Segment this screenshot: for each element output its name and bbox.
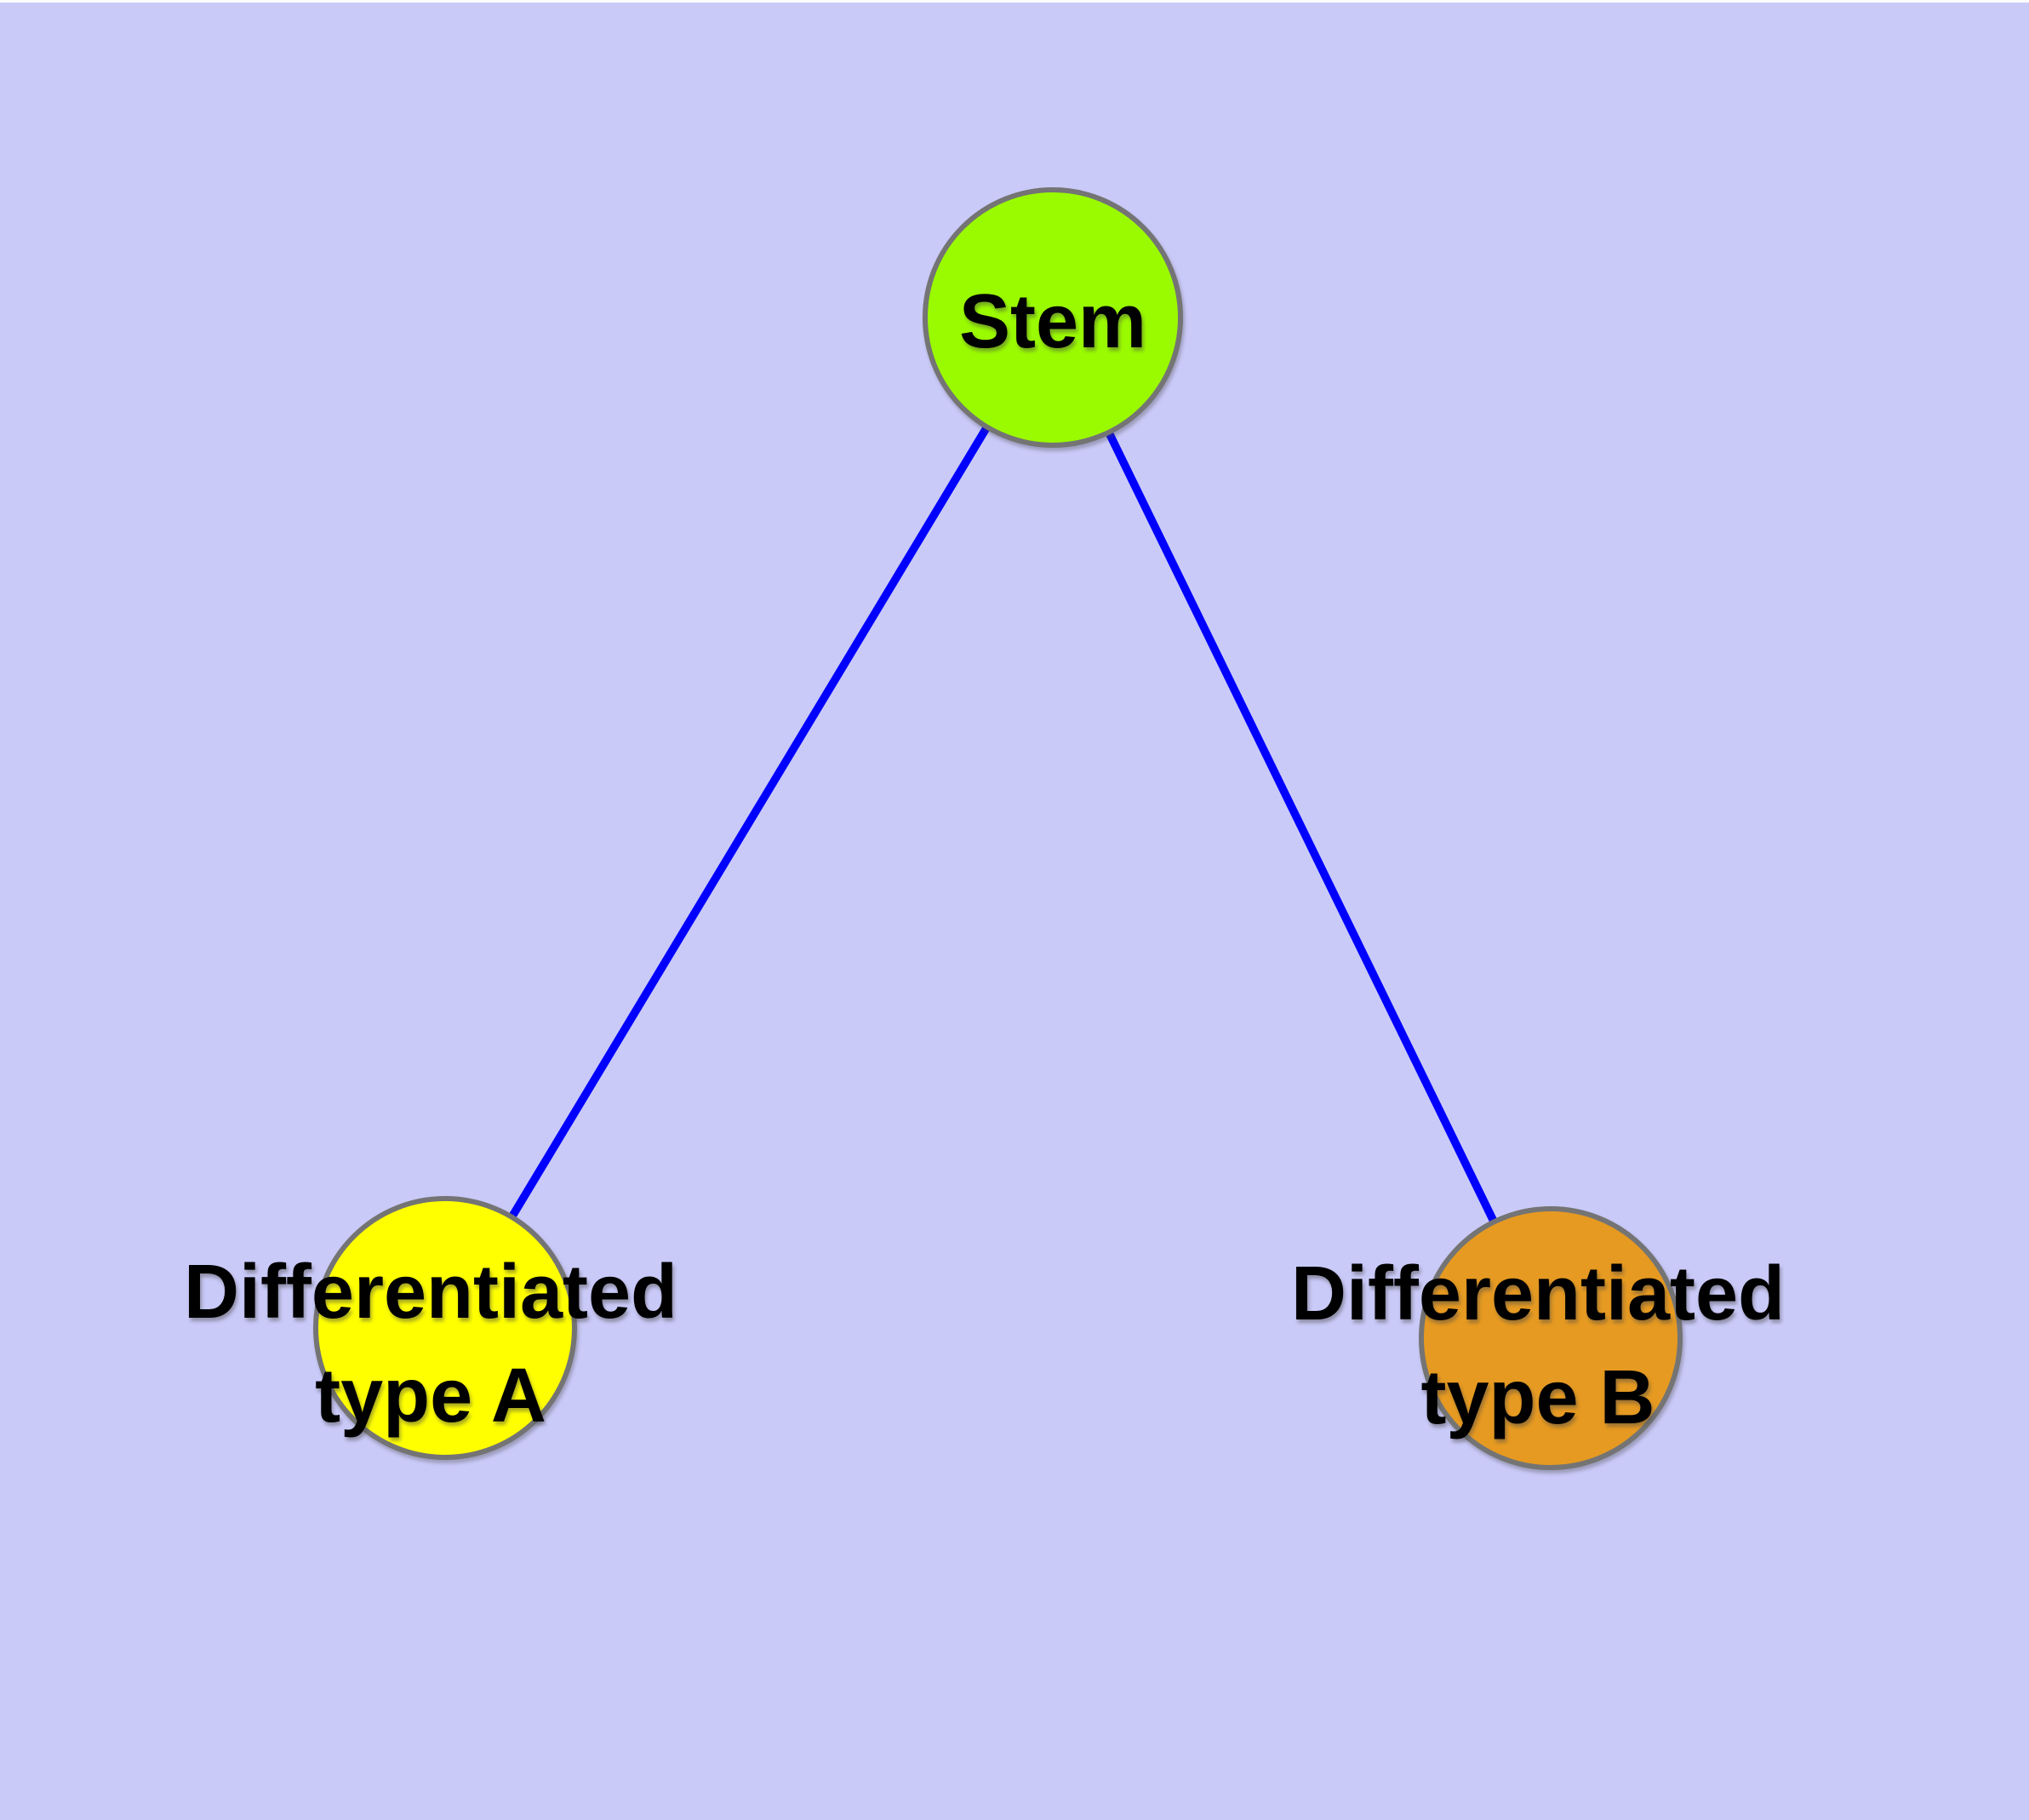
node-type-b-label-line1: Differentiated xyxy=(1291,1251,1785,1336)
edge-stem-to-type-a xyxy=(441,315,1057,1331)
node-type-b-label-line2: type B xyxy=(1420,1355,1655,1440)
node-type-a-label-line2: type A xyxy=(315,1354,546,1439)
top-border-strip xyxy=(0,0,2029,3)
edge-stem-to-type-b xyxy=(1049,315,1555,1341)
node-stem-label: Stem xyxy=(959,279,1146,364)
node-type-a-label-line1: Differentiated xyxy=(184,1250,677,1335)
node-differentiated-type-a xyxy=(313,1196,577,1460)
node-stem xyxy=(923,187,1183,448)
node-differentiated-type-b xyxy=(1419,1206,1683,1470)
